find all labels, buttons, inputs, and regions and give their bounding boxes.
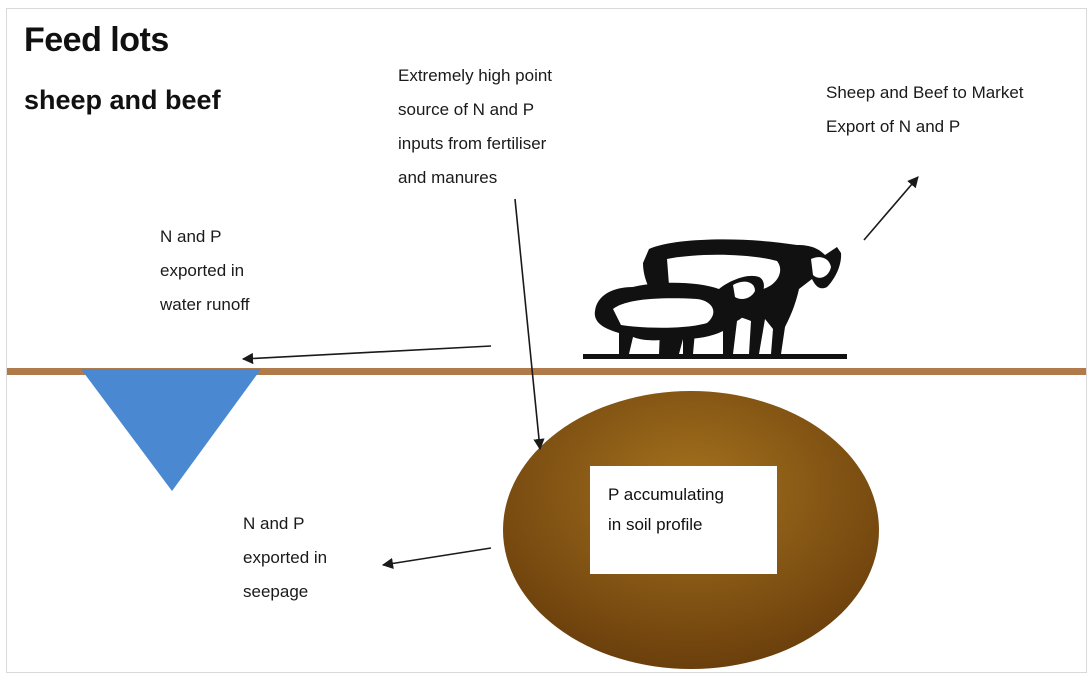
- soil-label-line: P accumulating: [608, 485, 724, 504]
- arrow-runoff: [241, 345, 492, 365]
- ground-line: [7, 368, 1086, 375]
- label-inputs-line: Extremely high point: [398, 66, 553, 85]
- water-body-icon: [81, 369, 261, 491]
- arrow-inputs-to-soil: [514, 198, 545, 451]
- label-seepage-line: N and P: [243, 514, 305, 533]
- label-inputs-line: source of N and P: [398, 100, 535, 119]
- soil-label-line: in soil profile: [608, 515, 703, 534]
- label-runoff-line: water runoff: [160, 295, 250, 314]
- label-inputs-line: and manures: [398, 168, 498, 187]
- label-seepage: N and P exported in seepage: [243, 507, 327, 609]
- page-subtitle: sheep and beef: [24, 85, 221, 115]
- label-inputs-line: inputs from fertiliser: [398, 134, 547, 153]
- label-runoff-line: N and P: [160, 227, 222, 246]
- label-market: Sheep and Beef to Market Export of N and…: [826, 76, 1024, 144]
- label-market-line: Export of N and P: [826, 117, 961, 136]
- label-seepage-line: exported in: [243, 548, 328, 567]
- label-runoff: N and P exported in water runoff: [160, 220, 249, 322]
- label-inputs: Extremely high point source of N and P i…: [398, 59, 552, 195]
- arrow-seepage: [381, 547, 492, 569]
- label-seepage-line: seepage: [243, 582, 309, 601]
- page-title: Feed lots: [24, 21, 169, 59]
- label-runoff-line: exported in: [160, 261, 245, 280]
- arrow-to-market: [863, 176, 919, 241]
- label-market-line: Sheep and Beef to Market: [826, 83, 1024, 102]
- soil-label-box: P accumulating in soil profile: [590, 466, 777, 574]
- sheep-and-cow-icon: [583, 239, 847, 359]
- diagram-slide: Feed lots sheep and beef Extremely high …: [6, 8, 1087, 673]
